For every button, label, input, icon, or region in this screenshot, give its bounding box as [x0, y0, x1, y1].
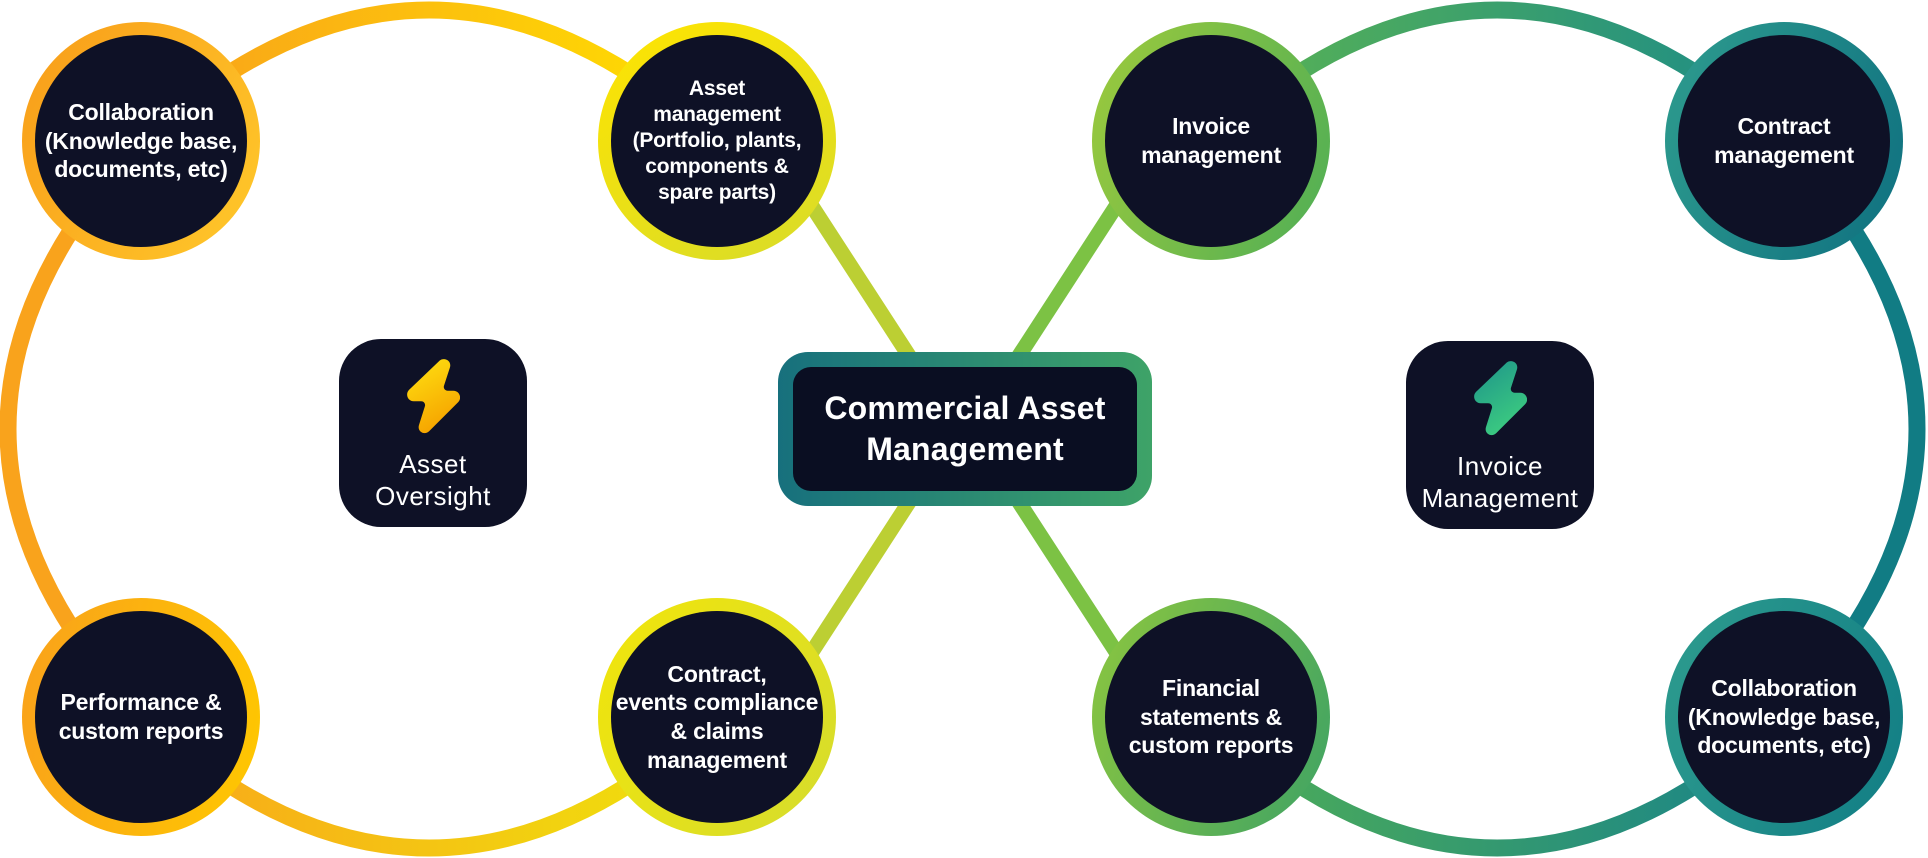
node-label: Performance & custom reports [58, 689, 224, 744]
node-collaboration-left: Collaboration (Knowledge base, documents… [22, 22, 260, 260]
node-collaboration-right: Collaboration (Knowledge base, documents… [1665, 598, 1903, 836]
node-contract-events-claims: Contract, events compliance & claims man… [598, 598, 836, 836]
center-node-title: Commercial Asset Management [824, 390, 1106, 467]
asset-oversight-hub: Asset Oversight [339, 339, 527, 527]
hub-label: Asset Oversight [375, 448, 491, 512]
connector-center-to-contract-events [788, 488, 922, 683]
node-financial-statements: Financial statements & custom reports [1092, 598, 1330, 836]
node-label: Asset management (Portfolio, plants, com… [632, 76, 802, 205]
center-node-commercial-asset-management: Commercial Asset Management [778, 352, 1152, 506]
node-contract-management: Contract management [1665, 22, 1903, 260]
lightning-bolt-icon [407, 358, 460, 433]
node-asset-management: Asset management (Portfolio, plants, com… [598, 22, 836, 260]
node-label: Contract management [1714, 113, 1854, 168]
connector-asset-management-to-center [788, 175, 922, 370]
lightning-bolt-icon [1474, 360, 1527, 435]
connector-invoice-management-to-center [1006, 175, 1140, 370]
invoice-management-hub: Invoice Management [1406, 341, 1594, 529]
node-label: Invoice management [1141, 113, 1281, 168]
node-invoice-management: Invoice management [1092, 22, 1330, 260]
node-label: Collaboration (Knowledge base, documents… [44, 99, 238, 183]
node-label: Contract, events compliance & claims man… [615, 660, 819, 773]
hub-label: Invoice Management [1421, 450, 1579, 514]
node-label: Financial statements & custom reports [1128, 675, 1294, 759]
node-label: Collaboration (Knowledge base, documents… [1687, 675, 1881, 759]
node-performance-reports: Performance & custom reports [22, 598, 260, 836]
